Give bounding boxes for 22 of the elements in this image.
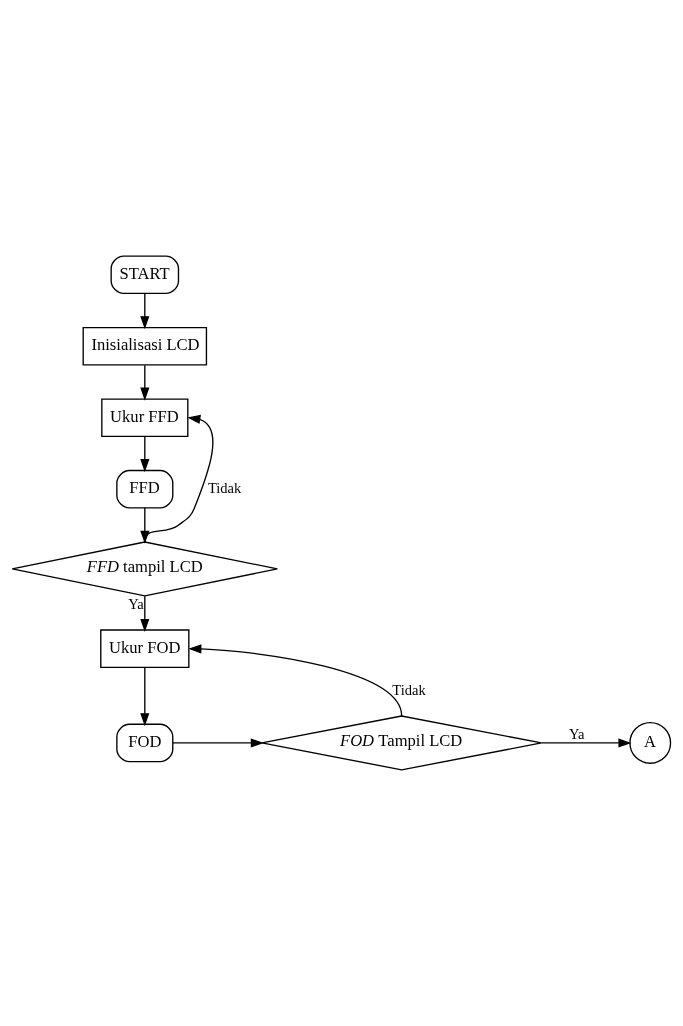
node-box: FOD [116,723,174,763]
arrow [188,644,403,717]
node-box: Ukur FOD [100,629,190,668]
edge-label: Ya [128,595,144,612]
edge-label: Tidak [208,480,242,497]
arrow [144,414,214,543]
arrow [140,293,150,330]
node-box: Inisialisasi LCD [82,326,208,366]
node-circle: A [629,721,672,764]
node-diamond: FFD tampil LCD [11,541,279,597]
edge-label: Tidak [392,682,426,699]
arrow [140,595,150,632]
arrow [140,666,150,727]
node-box: FFD [116,469,174,509]
node-box: Ukur FFD [101,398,189,438]
node-diamond: FOD Tampil LCD [261,715,543,771]
arrow [140,364,150,401]
edge-label: Ya [569,725,585,742]
arrow [172,738,264,748]
node-box: START [110,255,180,295]
arrow [140,435,150,473]
arrow [540,738,632,748]
